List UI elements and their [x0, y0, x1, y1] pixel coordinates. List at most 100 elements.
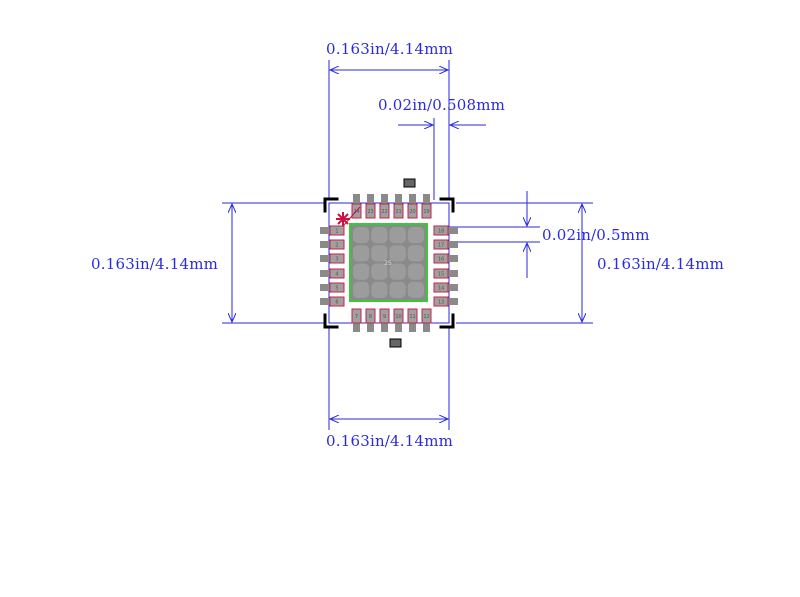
- thermal-grid-cell: [353, 227, 370, 244]
- bottom-pad-label: 12: [423, 314, 429, 320]
- right-lead-4: [448, 284, 458, 291]
- left-pad-label: 5: [335, 286, 338, 292]
- bottom-pad: [365, 308, 376, 324]
- bottom-pad: [379, 308, 390, 324]
- right-pad-label: 16: [438, 257, 444, 263]
- right-pad: [433, 268, 449, 279]
- right-height-label: 0.163in/4.14mm: [597, 255, 725, 273]
- thermal-grid-cell: [389, 263, 406, 280]
- top-pad-label: 20: [409, 209, 415, 215]
- top-lead-5: [423, 194, 430, 204]
- right-lead-5: [448, 298, 458, 305]
- right-pad: [433, 296, 449, 307]
- thermal-pad-label: 25: [384, 260, 392, 267]
- right-pad: [433, 253, 449, 264]
- left-pad-label: 1: [335, 229, 338, 235]
- corner-mark-top-left: [323, 197, 339, 213]
- right-lead-2: [448, 255, 458, 262]
- bottom-lead-3: [395, 322, 402, 332]
- top-lead-2: [381, 194, 388, 204]
- thermal-pad: 25: [349, 223, 428, 302]
- right-pad-label: 13: [438, 300, 444, 306]
- left-pad: [329, 296, 345, 307]
- pad-pitch-label: 0.02in/0.508mm: [378, 96, 506, 114]
- bottom-lead-0: [353, 322, 360, 332]
- top-pad-label: 24: [353, 209, 359, 215]
- right-pad-label: 18: [438, 229, 444, 235]
- pin1-marker-icon: [336, 212, 350, 226]
- corner-mark-top-right: [439, 197, 455, 213]
- bottom-pad-label: 9: [383, 314, 386, 320]
- left-lead-1: [320, 241, 330, 248]
- top-pad: [421, 203, 432, 219]
- left-lead-5: [320, 298, 330, 305]
- left-pad-label: 2: [335, 243, 338, 249]
- bottom-pad-label: 8: [369, 314, 372, 320]
- right-lead-3: [448, 270, 458, 277]
- left-pad: [329, 253, 345, 264]
- thermal-grid-cell: [371, 281, 388, 298]
- thermal-grid-cell: [371, 245, 388, 262]
- right-lead-1: [448, 241, 458, 248]
- top-pad-label: 22: [381, 209, 387, 215]
- thermal-grid-cell: [389, 227, 406, 244]
- bottom-pad-label: 11: [409, 314, 415, 320]
- right-pad: [433, 239, 449, 250]
- bottom-lead-2: [381, 322, 388, 332]
- left-pad: [329, 282, 345, 293]
- right-lead-0: [448, 227, 458, 234]
- bottom-lead-4: [409, 322, 416, 332]
- bottom-lead-1: [367, 322, 374, 332]
- bottom-pad: [393, 308, 404, 324]
- top-lead-3: [395, 194, 402, 204]
- right-pad: [433, 225, 449, 236]
- bottom-pad-label: 10: [395, 314, 401, 320]
- bottom-width-label: 0.163in/4.14mm: [326, 432, 454, 450]
- thermal-grid-cell: [407, 227, 424, 244]
- right-pad-label: 14: [438, 286, 444, 292]
- right-pad: [433, 282, 449, 293]
- thermal-grid-cell: [371, 263, 388, 280]
- left-pad: [329, 268, 345, 279]
- thermal-grid-cell: [389, 245, 406, 262]
- courtyard-corner-marks: [323, 197, 455, 329]
- thermal-grid-cell: [389, 281, 406, 298]
- bottom-pad: [351, 308, 362, 324]
- thermal-pad-grid: [353, 227, 424, 298]
- thermal-grid-cell: [353, 263, 370, 280]
- right-pad-label: 15: [438, 272, 444, 278]
- bottom-pad-label: 7: [355, 314, 358, 320]
- fiducial-top: [403, 178, 416, 188]
- corner-mark-bottom-right: [439, 313, 455, 329]
- left-lead-4: [320, 284, 330, 291]
- fiducial-bottom: [389, 338, 402, 348]
- left-pad: [329, 239, 345, 250]
- top-pad: [365, 203, 376, 219]
- bottom-pad: [407, 308, 418, 324]
- bottom-lead-5: [423, 322, 430, 332]
- bottom-pad: [421, 308, 432, 324]
- top-pad: [379, 203, 390, 219]
- top-width-label: 0.163in/4.14mm: [326, 40, 454, 58]
- thermal-grid-cell: [353, 281, 370, 298]
- corner-mark-bottom-left: [323, 313, 339, 329]
- pin1-leader-line: [342, 206, 361, 227]
- left-pad-label: 6: [335, 300, 338, 306]
- top-pad: [393, 203, 404, 219]
- left-pad: [329, 225, 345, 236]
- thermal-grid-cell: [407, 281, 424, 298]
- pad-width-label: 0.02in/0.5mm: [542, 226, 650, 244]
- top-lead-1: [367, 194, 374, 204]
- thermal-grid-cell: [407, 245, 424, 262]
- top-pad-label: 21: [395, 209, 401, 215]
- top-pad: [407, 203, 418, 219]
- left-pad-label: 3: [335, 257, 338, 263]
- thermal-grid-cell: [407, 263, 424, 280]
- left-lead-2: [320, 255, 330, 262]
- top-pad-label: 23: [367, 209, 373, 215]
- top-lead-4: [409, 194, 416, 204]
- top-pad-label: 19: [423, 209, 429, 215]
- left-pad-label: 4: [335, 272, 338, 278]
